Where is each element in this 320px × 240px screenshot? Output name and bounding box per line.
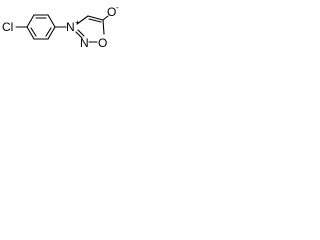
c-o-exo-bond: [102, 15, 109, 21]
nitrogen-3-atom: N: [66, 20, 75, 34]
oxygen-exo-atom: O: [107, 5, 116, 19]
sydnone-ring: [75, 15, 105, 43]
benzene-ring: [26, 14, 56, 40]
chemical-structure: Cl N + N O O -: [2, 3, 119, 50]
oxygen-exo-charge: -: [116, 3, 119, 12]
nitrogen-2-atom: N: [80, 36, 89, 50]
oxygen-ring-atom: O: [98, 36, 107, 50]
nitrogen-3-charge: +: [75, 18, 80, 27]
chlorine-atom: Cl: [2, 20, 13, 34]
